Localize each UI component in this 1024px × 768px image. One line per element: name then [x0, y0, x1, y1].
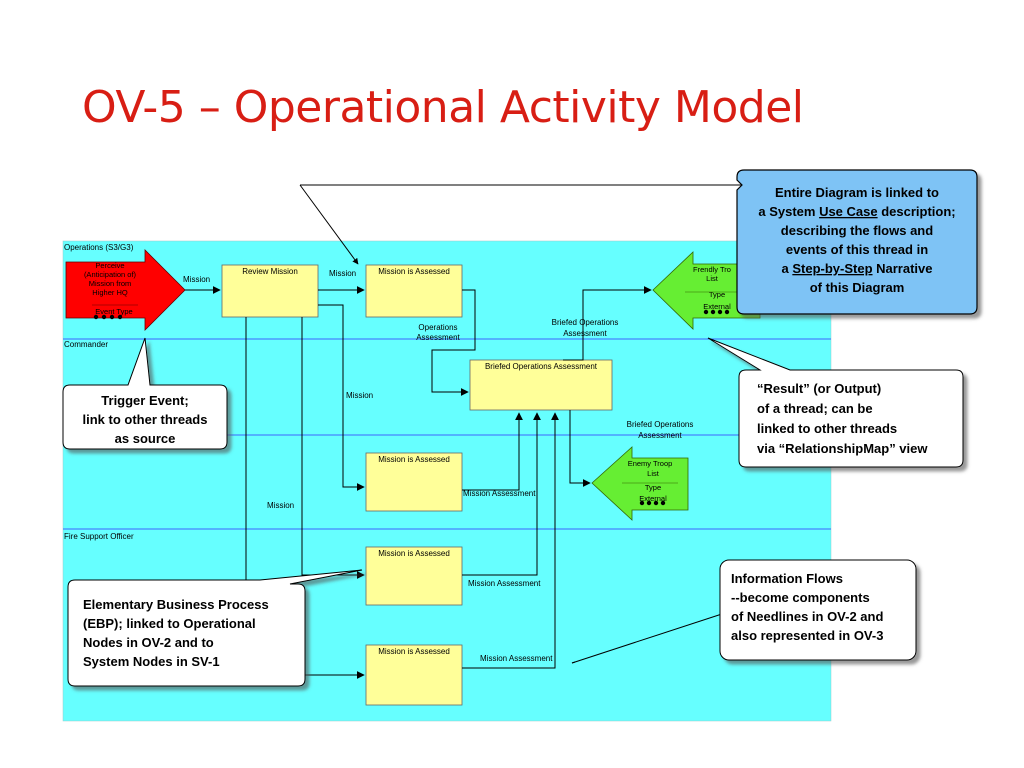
flow-label-mission-a: Mission — [183, 275, 210, 284]
friendly-line-2: List — [706, 274, 719, 283]
pointer-info-flows — [571, 611, 729, 664]
flow-label-mission-c: Mission — [346, 391, 373, 400]
callout-info-line-1: Information Flows — [731, 571, 843, 586]
activity-briefed-operations-assessment[interactable]: Briefed Operations Assessment — [469, 359, 613, 411]
pointer-info-flows-2 — [571, 661, 576, 664]
callout-result-line-3: linked to other threads — [757, 421, 897, 436]
callout-ebp-line-4: System Nodes in SV-1 — [83, 654, 220, 669]
callout-trigger-line-3: as source — [115, 431, 176, 446]
callout-use-case-line-1: Entire Diagram is linked to — [775, 185, 939, 200]
enemy-line-2: List — [647, 469, 660, 478]
flow-label-briefed-top-1: Briefed Operations — [552, 318, 619, 327]
flow-label-briefed-mid-2: Assessment — [638, 431, 682, 440]
flow-label-mission-assessment-1: Mission Assessment — [463, 489, 536, 498]
flow-label-mission-d: Mission — [267, 501, 294, 510]
activity-mission-assessed-4[interactable]: Mission is Assessed — [365, 644, 463, 706]
flow-lines — [185, 184, 742, 679]
activity-label: Review Mission — [242, 267, 298, 276]
trigger-event-shape[interactable]: Perceive (Anticipation of) Mission from … — [65, 249, 186, 331]
flow-label-briefed-top-2: Assessment — [563, 329, 607, 338]
callout-use-case: Entire Diagram is linked to a System Use… — [736, 169, 978, 315]
trigger-line-1: Perceive — [95, 261, 124, 270]
activity-label: Mission is Assessed — [378, 549, 450, 558]
activity-mission-assessed-1[interactable]: Mission is Assessed — [365, 264, 463, 318]
callout-info-line-2: --become components — [731, 590, 870, 605]
callout-use-case-line-2: a System Use Case description; — [758, 204, 955, 219]
activity-review-mission[interactable]: Review Mission — [221, 264, 319, 318]
activity-label: Briefed Operations Assessment — [485, 362, 598, 371]
callout-trigger-line-1: Trigger Event; — [101, 393, 188, 408]
flow-label-mission-assessment-2: Mission Assessment — [468, 579, 541, 588]
flow-label-mission-b: Mission — [329, 269, 356, 278]
activity-label: Mission is Assessed — [378, 647, 450, 656]
callout-info-line-4: also represented in OV-3 — [731, 628, 883, 643]
flow-assessed1-to-briefed — [431, 289, 476, 396]
flow-label-briefed-mid-1: Briefed Operations — [627, 420, 694, 429]
flow-label-mission-assessment-3: Mission Assessment — [480, 654, 553, 663]
flow-assessed3-to-briefed — [462, 412, 541, 576]
flow-assessed4-to-briefed — [462, 412, 559, 669]
friendly-line-3: Type — [709, 290, 725, 299]
enemy-line-1: Enemy Troop — [628, 459, 673, 468]
step-by-step-link: Step-by-Step — [792, 261, 872, 276]
flow-review-to-assessed3 — [301, 317, 365, 579]
lane-label-operations: Operations (S3/G3) — [64, 243, 134, 252]
slide-title: OV-5 – Operational Activity Model — [82, 82, 804, 133]
callout-info-line-3: of Needlines in OV-2 and — [731, 609, 883, 624]
callout-use-case-line-6: of this Diagram — [810, 280, 905, 295]
enemy-line-3: Type — [645, 483, 661, 492]
callout-trigger-line-2: link to other threads — [83, 412, 208, 427]
callout-ebp-line-1: Elementary Business Process — [83, 597, 269, 612]
callout-ebp: Elementary Business Process (EBP); linke… — [67, 569, 363, 687]
trigger-line-3: Mission from — [89, 279, 132, 288]
flow-review-to-assessed2 — [318, 304, 365, 491]
use-case-link: Use Case — [819, 204, 878, 219]
flow-briefed-to-friendly — [563, 286, 652, 361]
callout-ebp-line-2: (EBP); linked to Operational — [83, 616, 256, 631]
activity-mission-assessed-2[interactable]: Mission is Assessed — [365, 452, 463, 512]
trigger-line-4: Higher HQ — [92, 288, 128, 297]
flow-label-ops-assessment-2: Assessment — [416, 333, 460, 342]
flow-assessed2-to-briefed — [462, 412, 523, 491]
result-friendly-troop-list[interactable]: Frendly Tro List Type External — [652, 251, 761, 330]
callout-use-case-line-3: describing the flows and — [781, 223, 933, 238]
lane-label-fire-support-officer: Fire Support Officer — [64, 532, 134, 541]
callout-result-line-4: via “RelationshipMap” view — [757, 441, 928, 456]
callout-ebp-line-3: Nodes in OV-2 and to — [83, 635, 214, 650]
lane-label-commander: Commander — [64, 340, 108, 349]
flow-briefed-to-enemy — [569, 410, 591, 487]
trigger-line-5: Event Type — [95, 307, 132, 316]
activity-label: Mission is Assessed — [378, 455, 450, 464]
enemy-line-4: External — [639, 494, 667, 503]
callout-information-flows: Information Flows --become components of… — [719, 559, 917, 661]
callout-result-line-1: “Result” (or Output) — [757, 381, 881, 396]
callout-use-case-line-4: events of this thread in — [786, 242, 928, 257]
friendly-line-1: Frendly Tro — [693, 265, 731, 274]
callout-result-line-2: of a thread; can be — [757, 401, 873, 416]
activity-mission-assessed-3[interactable]: Mission is Assessed — [365, 546, 463, 606]
friendly-line-4: External — [703, 302, 731, 311]
pointer-use-case-diag — [299, 184, 359, 265]
callout-result: “Result” (or Output) of a thread; can be… — [707, 337, 964, 468]
flow-label-ops-assessment-1: Operations — [418, 323, 457, 332]
activity-label: Mission is Assessed — [378, 267, 450, 276]
callout-trigger-event: Trigger Event; link to other threads as … — [62, 337, 228, 450]
callout-use-case-line-5: a Step-by-Step Narrative — [782, 261, 933, 276]
result-enemy-troop-list[interactable]: Enemy Troop List Type External — [591, 446, 689, 521]
trigger-line-2: (Anticipation of) — [84, 270, 137, 279]
